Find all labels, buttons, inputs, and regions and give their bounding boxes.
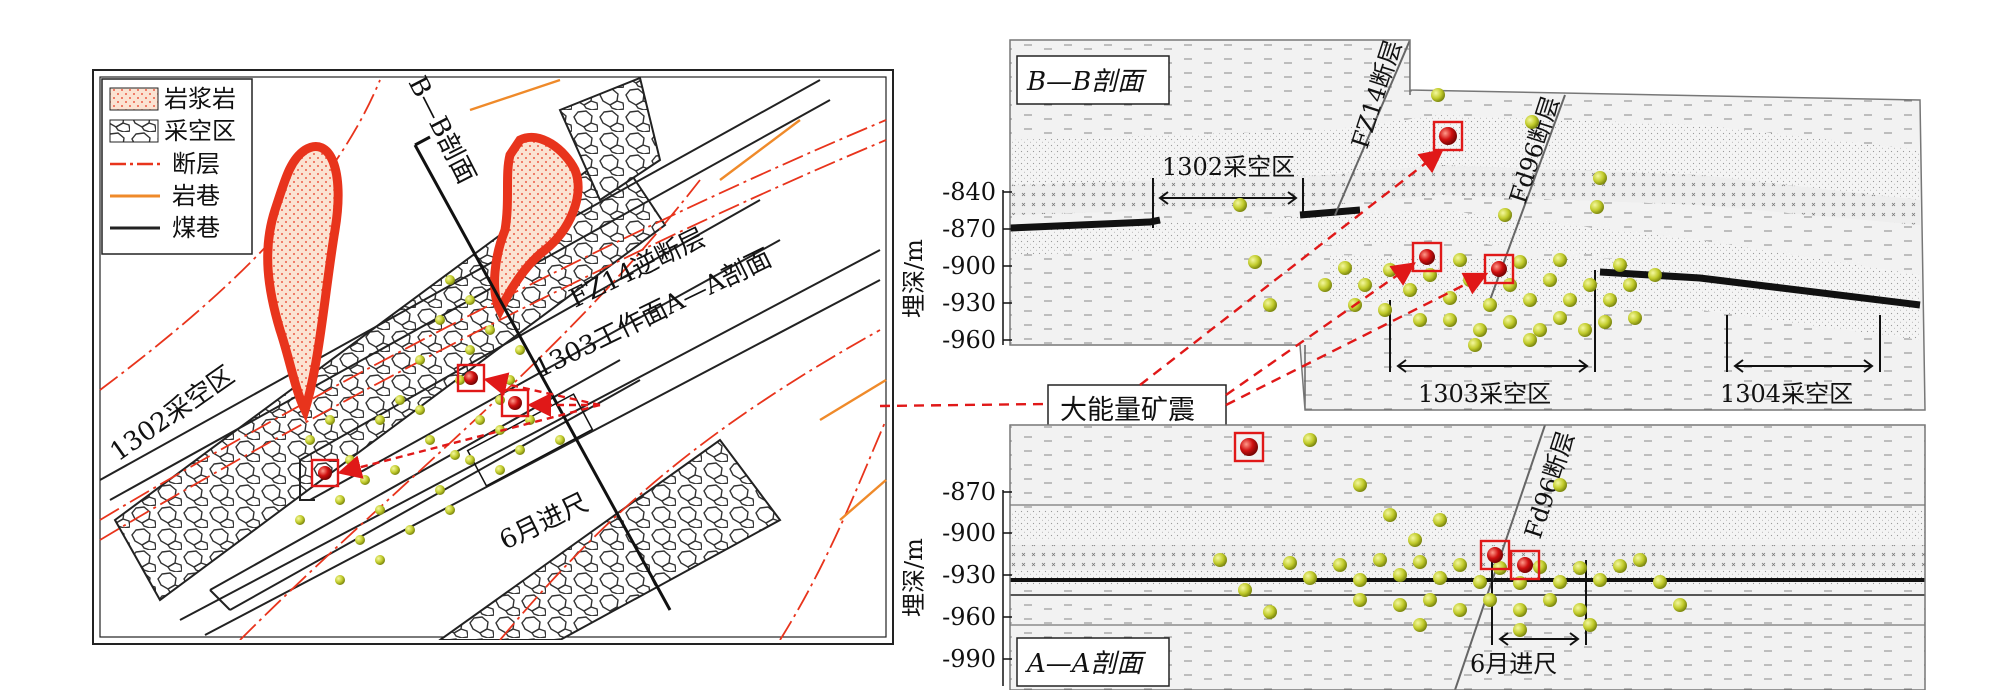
plan-view: 岩浆岩 采空区 断层 岩巷 煤巷 B—B剖面 FZ14逆断层 1303工作面A—…: [92, 69, 894, 645]
aa-advance: 6月进尺: [1470, 650, 1557, 678]
rock-roadways: [469, 78, 887, 521]
aa-major-events: [1233, 431, 1541, 581]
callout-label: 大能量矿震: [1060, 395, 1195, 426]
plan-to-callout-connector: [879, 402, 1046, 408]
legend-label-4: 煤巷: [172, 214, 220, 242]
magmatic-rock-left: [263, 142, 343, 423]
aa-ytick-2: -930: [942, 561, 996, 589]
magmatic-rock-right: [490, 132, 583, 321]
aa-ytick-3: -960: [942, 603, 996, 631]
bb-ytick-1: -870: [942, 215, 996, 243]
bb-goaf-1302: 1302采空区: [1162, 153, 1295, 181]
bb-events: [1233, 88, 1662, 352]
aa-ytick-1: -900: [942, 519, 996, 547]
aa-ytick-0: -870: [942, 478, 996, 506]
bb-ytick-3: -930: [942, 289, 996, 317]
legend-label-0: 岩浆岩: [164, 85, 236, 113]
legend-label-2: 断层: [172, 150, 220, 178]
bb-ylabel: 埋深/m: [900, 239, 928, 318]
legend-label-1: 采空区: [164, 117, 236, 145]
bb-goaf-1303: 1303采空区: [1418, 380, 1551, 408]
bb-y-axis: -840 -870 -900 -930 -960 埋深/m: [900, 178, 1012, 354]
bb-ytick-2: -900: [942, 252, 996, 280]
bb-major-events: [1411, 120, 1515, 285]
aa-ytick-4: -990: [942, 645, 996, 673]
section-bb: B—B剖面 -840 -870 -900 -930 -960 埋深/m: [900, 37, 1926, 411]
aa-y-axis: -870 -900 -930 -960 -990 埋深/m: [900, 478, 1012, 686]
bb-ytick-0: -840: [942, 178, 996, 206]
bb-ytick-4: -960: [942, 326, 996, 354]
bb-title: B—B剖面: [1026, 67, 1147, 97]
bb-goaf-1304: 1304采空区: [1720, 380, 1853, 408]
section-bb-line: [413, 144, 672, 611]
legend-label-3: 岩巷: [172, 182, 220, 210]
plan-legend: 岩浆岩 采空区 断层 岩巷 煤巷: [101, 78, 253, 255]
aa-title: A—A剖面: [1025, 649, 1147, 679]
magmatic-rock-swatch: [109, 87, 159, 111]
goaf-upper: [558, 76, 662, 202]
aa-ylabel: 埋深/m: [900, 538, 928, 617]
section-aa: A—A剖面 -870 -900 -930 -960 -990 埋深/m Fd96…: [900, 424, 1926, 690]
goaf-swatch: [109, 119, 159, 143]
